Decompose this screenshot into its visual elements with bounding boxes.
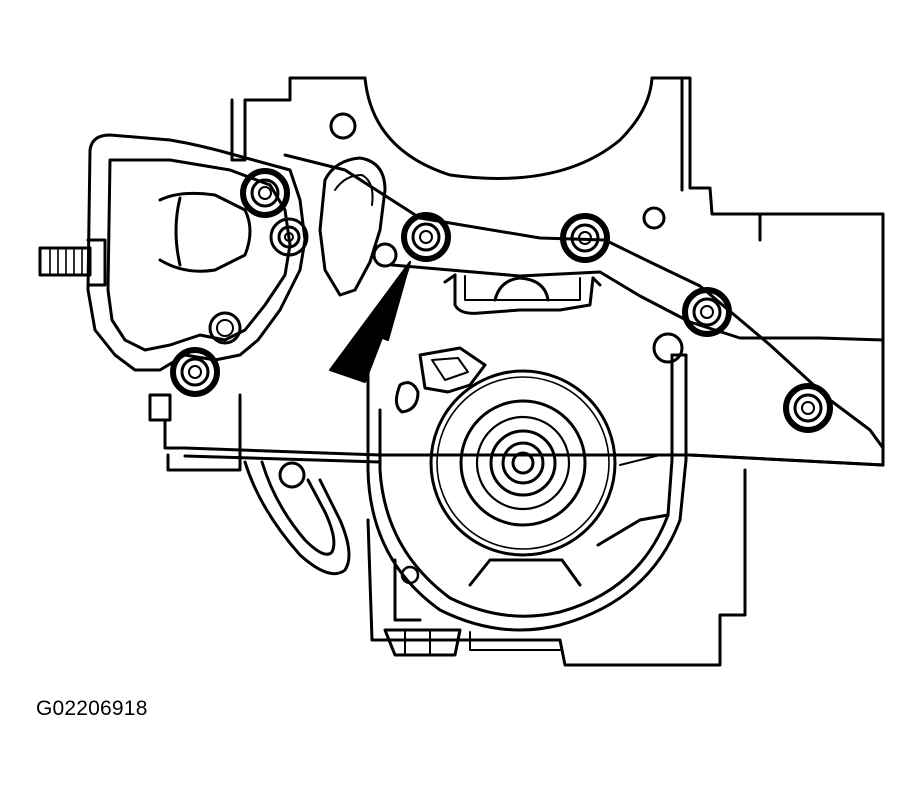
crankshaft-seal bbox=[431, 371, 668, 585]
bolt-5 bbox=[786, 386, 830, 430]
bolt-6 bbox=[173, 350, 217, 394]
callout-arrow-icon bbox=[330, 262, 410, 382]
mounting-holes bbox=[210, 114, 682, 362]
bolt-1 bbox=[243, 171, 287, 215]
water-outlet-housing bbox=[40, 135, 305, 370]
figure-id-code: G02206918 bbox=[36, 697, 148, 720]
cover-bolts bbox=[173, 171, 830, 430]
wire-clip bbox=[445, 275, 600, 313]
coolant-passage-left bbox=[320, 158, 385, 295]
engine-block-outline bbox=[232, 78, 883, 460]
bolt-4 bbox=[685, 290, 729, 334]
bolt-3 bbox=[563, 216, 607, 260]
oil-pump-housing bbox=[368, 348, 745, 665]
front-cover-body bbox=[150, 155, 883, 470]
bolt-2 bbox=[404, 215, 448, 259]
lower-hose bbox=[245, 462, 349, 574]
